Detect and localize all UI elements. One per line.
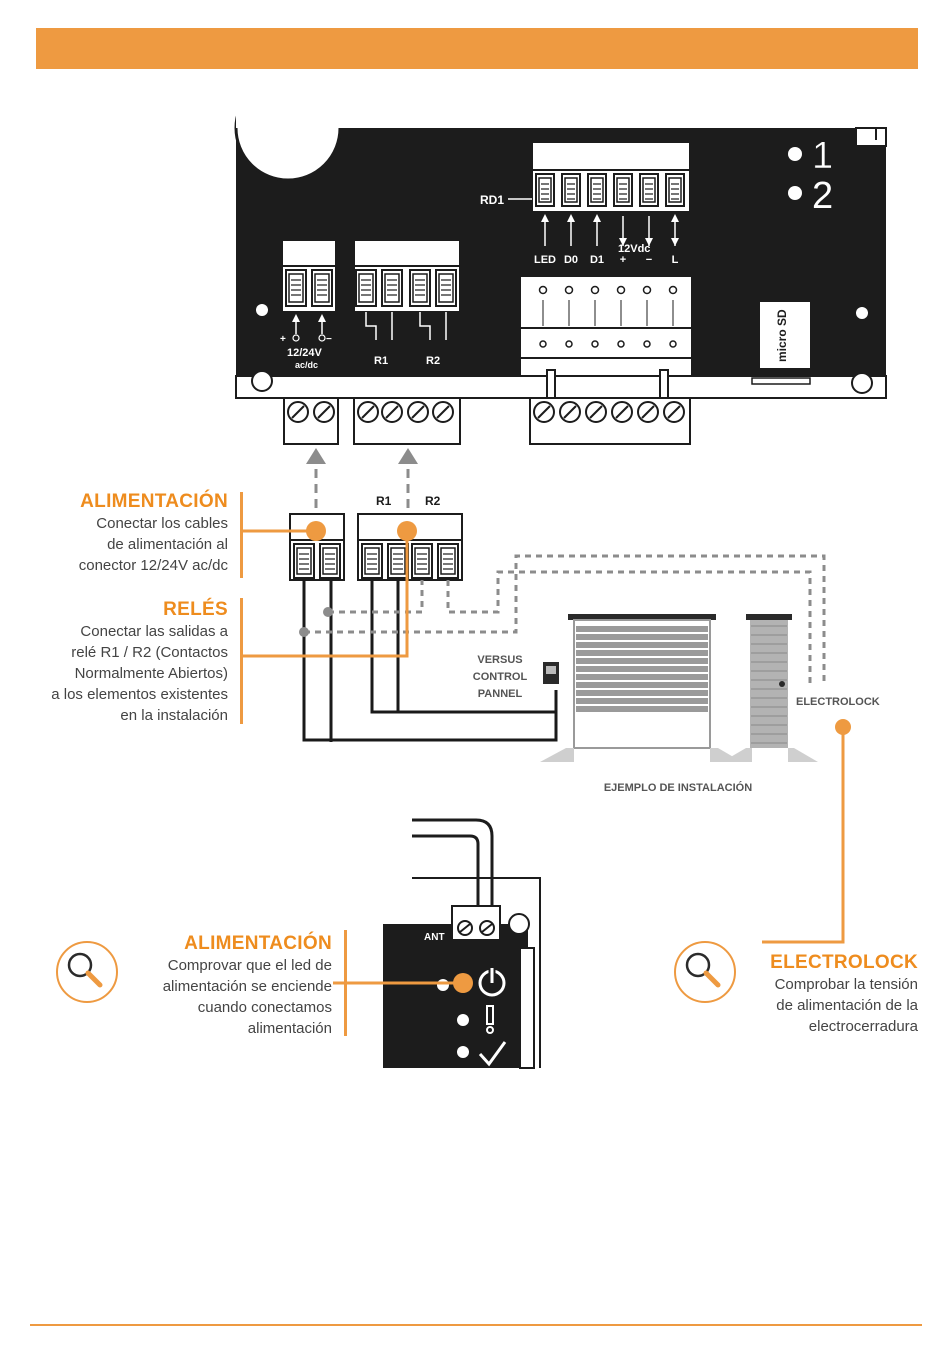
rd1-terminal-label: + xyxy=(620,254,626,266)
power-pin xyxy=(285,269,307,307)
footer-rule xyxy=(30,1324,922,1326)
callout-line: Comprobar la tensión xyxy=(774,976,918,993)
connector-label-r2: R2 xyxy=(425,494,441,508)
rd1-pin xyxy=(587,173,607,207)
callout-electrolock: ELECTROLOCK Comprobar la tensión de alim… xyxy=(740,952,918,1037)
callout-line: Conectar los cables xyxy=(96,515,228,532)
callout-reles: RELÉS Conectar las salidas a relé R1 / R… xyxy=(20,599,228,726)
relay-pin xyxy=(435,269,457,307)
connector-label-r1: R1 xyxy=(376,494,392,508)
callout-line: de alimentación al xyxy=(107,536,228,553)
rd1-pin xyxy=(535,173,555,207)
screw-terminals xyxy=(283,369,691,445)
panel-label-line-2: CONTROL xyxy=(473,671,528,683)
callout-title: ALIMENTACIÓN xyxy=(80,491,228,512)
callout-bar xyxy=(240,492,243,578)
electrolock-device-label: ELECTROLOCK xyxy=(796,696,880,708)
header-banner xyxy=(36,28,918,69)
rd1-connector xyxy=(531,141,691,213)
microsd-label: micro SD xyxy=(775,309,789,362)
led-indicator-1 xyxy=(788,147,802,161)
callout-title: RELÉS xyxy=(163,599,228,620)
relay-pin xyxy=(355,269,377,307)
installation-caption: EJEMPLO DE INSTALACIÓN xyxy=(604,781,752,794)
callout-alimentacion-top: ALIMENTACIÓN Conectar los cables de alim… xyxy=(40,491,228,576)
rd1-terminal-label: D1 xyxy=(590,254,604,266)
power-acdc-label: ac/dc xyxy=(295,360,318,370)
callout-line: electrocerradura xyxy=(808,1018,918,1035)
callout-title: ELECTROLOCK xyxy=(770,952,918,973)
loose-connectors: R1 R2 xyxy=(289,494,463,581)
controller-board: 1 2 RD1 LED D0 D1 + − L 12Vdc + − 12/24V ac/d… xyxy=(234,70,887,399)
rd1-pin xyxy=(613,173,633,207)
magnifier-icon-right xyxy=(674,941,736,1003)
panel-label-line-3: PANNEL xyxy=(478,688,523,700)
rd1-pin xyxy=(665,173,685,207)
led-indicator-2 xyxy=(788,186,802,200)
callout-line: alimentación xyxy=(247,1020,332,1037)
check-icon xyxy=(478,1041,507,1067)
callout-body: Comprobar la tensión de alimentación de … xyxy=(740,974,918,1037)
relay-pin xyxy=(409,269,431,307)
relay-pin xyxy=(381,269,403,307)
callout-body: Conectar las salidas a relé R1 / R2 (Con… xyxy=(20,621,228,726)
indicator-label-2: 2 xyxy=(812,175,833,217)
power-pin xyxy=(311,269,333,307)
rd1-terminal-label: LED xyxy=(534,254,556,266)
power-sign-minus: − xyxy=(326,334,332,345)
magnifier-icon-left xyxy=(56,941,118,1003)
rd1-terminal-label: L xyxy=(672,254,679,266)
callout-line: cuando conectamos xyxy=(197,999,332,1016)
rd1-label: RD1 xyxy=(480,193,504,207)
power-voltage-label: 12/24V xyxy=(287,347,323,359)
panel-label-line-1: VERSUS xyxy=(477,654,522,666)
rd1-terminal-label: D0 xyxy=(564,254,578,266)
callout-bar xyxy=(344,930,347,1036)
callout-leaders xyxy=(243,529,851,944)
ant-label: ANT xyxy=(424,932,445,943)
exclamation-icon xyxy=(486,1005,494,1034)
board-relay-label-r2: R2 xyxy=(426,355,440,367)
callout-line: a los elementos existentes xyxy=(51,686,228,703)
callout-line: relé R1 / R2 (Contactos xyxy=(71,644,228,661)
wiring xyxy=(299,554,826,742)
rd1-pin xyxy=(561,173,581,207)
callout-line: en la instalación xyxy=(120,707,228,724)
callout-line: de alimentación de la xyxy=(776,997,918,1014)
installation-example: VERSUS CONTROL PANNEL ELECTROLOCK EJEMPL… xyxy=(473,614,880,794)
board-relay-label-r1: R1 xyxy=(374,355,388,367)
callout-body: Comprovar que el led de alimentación se … xyxy=(130,955,332,1039)
rd1-pin xyxy=(639,173,659,207)
callout-line: alimentación se enciende xyxy=(162,978,332,995)
callout-line: Normalmente Abiertos) xyxy=(74,665,228,682)
callout-body: Conectar los cables de alimentación al c… xyxy=(40,513,228,576)
callout-line: conector 12/24V ac/dc xyxy=(78,557,228,574)
power-sign-plus: + xyxy=(280,334,286,345)
callout-alimentacion-bottom: ALIMENTACIÓN Comprovar que el led de ali… xyxy=(130,933,332,1039)
detail-board: ANT xyxy=(333,818,541,1069)
callout-bar xyxy=(240,598,243,724)
callout-line: Comprovar que el led de xyxy=(167,957,332,974)
insertion-arrows xyxy=(306,448,418,508)
rd1-terminal-label: − xyxy=(646,254,652,266)
power-icon xyxy=(478,968,506,997)
indicator-label-1: 1 xyxy=(812,135,833,177)
callout-title: ALIMENTACIÓN xyxy=(184,933,332,954)
callout-line: Conectar las salidas a xyxy=(80,623,228,640)
six-pin-block xyxy=(519,275,693,377)
rd1-voltage-label: 12Vdc xyxy=(618,243,650,255)
microsd-slot xyxy=(760,302,810,368)
